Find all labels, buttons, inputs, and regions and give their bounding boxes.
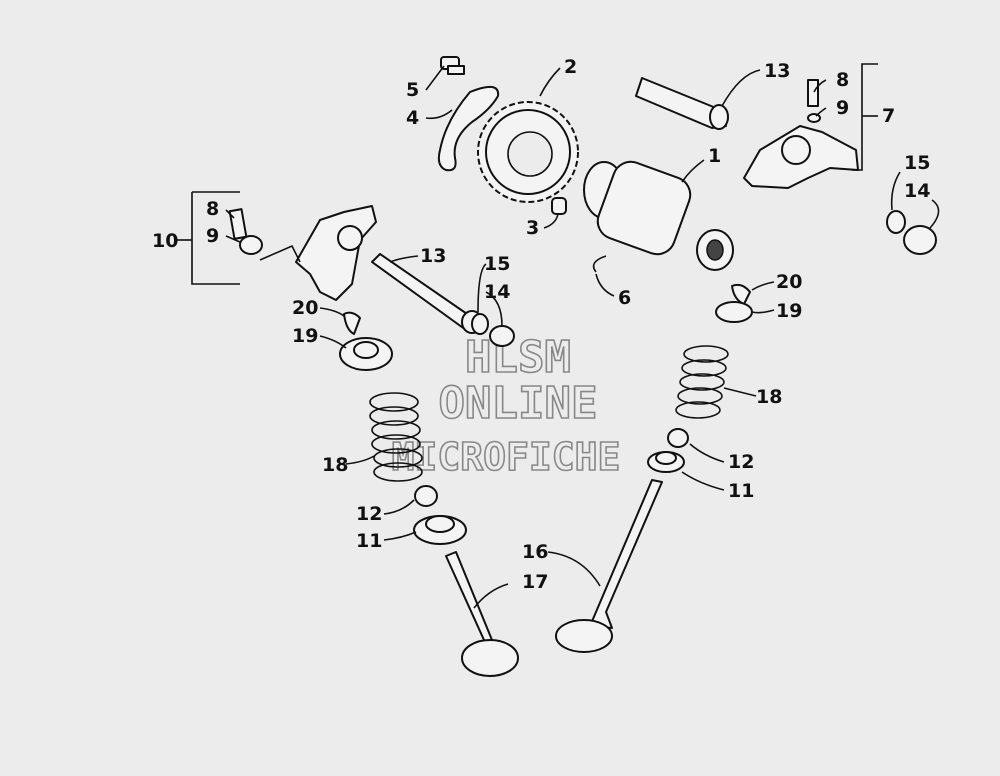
rocker-arm-part-10	[228, 205, 377, 301]
rocker-arm-part-7	[743, 79, 859, 189]
seat-part-11-right	[647, 451, 685, 473]
cotter-part-20-left	[343, 311, 361, 335]
retainer-part-19-left	[339, 337, 393, 371]
cam-sprocket-part-2	[477, 101, 579, 203]
tappet-part-15-left	[471, 313, 489, 335]
seal-part-12-left	[414, 485, 438, 507]
camshaft-part-1	[583, 160, 734, 271]
watermark-line-2: ONLINE	[439, 378, 598, 429]
callout-5: 5	[406, 79, 419, 101]
valve-spring-part-18-right	[675, 345, 729, 419]
callout-17: 17	[522, 571, 548, 593]
callout-18-right: 18	[756, 386, 782, 408]
callout-15-right: 15	[904, 152, 930, 174]
watermark: HLSM ONLINE MICROFICHE	[391, 331, 621, 480]
cam-plate-part-4	[437, 85, 500, 172]
callout-19-left: 19	[292, 325, 318, 347]
seal-part-12-right	[667, 428, 689, 448]
clip-part-6	[592, 255, 607, 273]
callout-13-lower: 13	[420, 245, 446, 267]
callout-11-right: 11	[728, 480, 754, 502]
callout-4: 4	[406, 107, 419, 129]
callout-18-left: 18	[322, 454, 348, 476]
watermark-line-3: MICROFICHE	[392, 435, 621, 479]
callout-13-upper: 13	[764, 60, 790, 82]
callout-12-left: 12	[356, 503, 382, 525]
retainer-part-19-right	[715, 301, 753, 323]
callout-3: 3	[526, 217, 539, 239]
callout-20-right: 20	[776, 271, 802, 293]
watermark-line-1: HLSM	[465, 332, 571, 383]
callout-9-right: 9	[836, 97, 849, 119]
dowel-pin-part-3	[551, 197, 567, 215]
callout-6: 6	[618, 287, 631, 309]
callout-11-left: 11	[356, 530, 382, 552]
callout-12-right: 12	[728, 451, 754, 473]
callout-10: 10	[152, 230, 178, 252]
valve-part-17	[445, 551, 519, 677]
adjuster-part-14-right	[903, 225, 937, 255]
callout-labels: 5 4 2 3 1 6 13 8 9 7 15 14 8 9 10 13 15 …	[152, 56, 930, 593]
callout-19-right: 19	[776, 300, 802, 322]
callout-8-right: 8	[836, 69, 849, 91]
callout-2: 2	[564, 56, 577, 78]
adjuster-part-14-left	[489, 325, 515, 347]
callout-16: 16	[522, 541, 548, 563]
callout-1: 1	[708, 145, 721, 167]
callout-15-left: 15	[484, 253, 510, 275]
callout-8-left: 8	[206, 198, 219, 220]
cotter-part-20-right	[731, 283, 751, 305]
callout-9-left: 9	[206, 225, 219, 247]
seat-part-11-left	[413, 515, 467, 545]
callout-7: 7	[882, 105, 895, 127]
callout-14-left: 14	[484, 281, 510, 303]
tappet-part-15-right	[886, 210, 906, 234]
callout-14-right: 14	[904, 180, 930, 202]
leader-lines	[176, 63, 940, 609]
bolt-part-5	[440, 56, 465, 75]
rocker-shaft-part-13-upper	[635, 77, 729, 130]
callout-20-left: 20	[292, 297, 318, 319]
valve-spring-part-18-left	[369, 392, 423, 482]
valve-part-16	[555, 479, 663, 653]
